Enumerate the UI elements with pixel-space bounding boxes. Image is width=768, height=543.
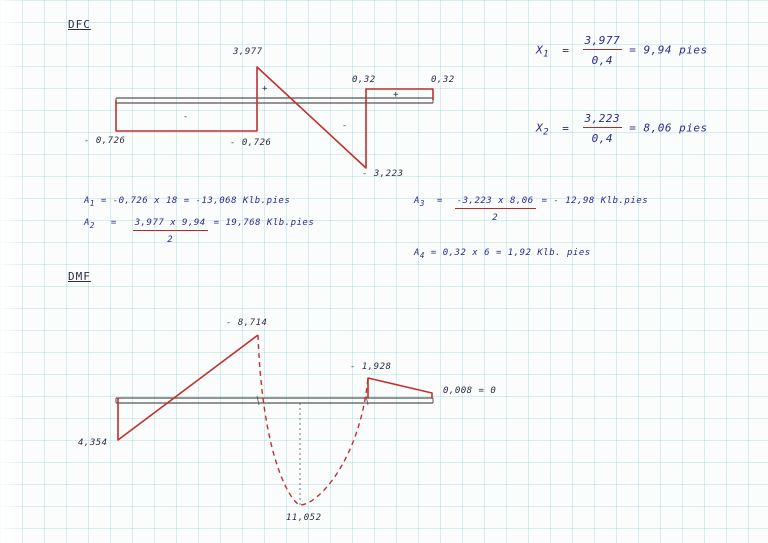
- dfc-title: DFC: [68, 18, 91, 31]
- x1-subscript: 1: [543, 48, 550, 60]
- a3-denominator: 2: [492, 213, 499, 223]
- dmf-value-left-start: 4,354: [78, 438, 108, 448]
- dmf-value-end: 0,008 = 0: [443, 386, 497, 396]
- dfc-value-bottom-drop: - 3,223: [362, 169, 404, 179]
- a1-label: A: [84, 196, 90, 206]
- x2-label: X: [536, 121, 544, 135]
- dmf-moment-curve: [257, 334, 369, 506]
- a4-subscript: 4: [419, 250, 425, 260]
- x1-fraction: 3,977 0,4: [582, 34, 623, 67]
- x2-denominator: 0,4: [591, 132, 614, 145]
- x1-eq: =: [562, 43, 570, 57]
- a3-numerator: -3,223 x 8,06: [454, 196, 536, 209]
- x1-denominator: 0,4: [591, 54, 614, 67]
- dfc-value-peak: 3,977: [233, 47, 263, 57]
- dmf-title: DMF: [68, 270, 91, 283]
- a2-denominator: 2: [167, 235, 174, 245]
- a3-subscript: 3: [419, 198, 425, 208]
- dfc-sign-plus-right: +: [393, 90, 399, 100]
- dfc-value-step-left: 0,32: [352, 75, 376, 85]
- dmf-value-peak-left: - 8,714: [226, 318, 268, 328]
- x1-label: X: [536, 43, 544, 57]
- dfc-value-left-bottom: - 0,726: [84, 136, 126, 146]
- a1-subscript: 1: [89, 198, 95, 208]
- x1-numerator: 3,977: [582, 34, 623, 50]
- a2-eq: =: [110, 218, 117, 228]
- x2-numerator: 3,223: [582, 112, 623, 128]
- a3-label: A: [414, 196, 420, 206]
- dfc-value-mid-bottom: - 0,726: [230, 138, 272, 148]
- x1-unit: pies: [679, 43, 708, 57]
- dfc-shear-line: [115, 66, 434, 169]
- x2-result: = 8,06: [629, 121, 673, 135]
- dfc-beam: [115, 97, 434, 104]
- a3-eq: =: [436, 196, 443, 206]
- x1-result: = 9,94: [629, 43, 673, 57]
- a2-numerator: 3,977 x 9,94: [132, 218, 208, 231]
- a1-expression: = -0,726 x 18 = -13,068 Klb.pies: [100, 196, 291, 206]
- a2-label: A: [84, 218, 90, 228]
- dmf-value-bottom: 11,052: [286, 513, 322, 523]
- dmf-beam: [115, 395, 434, 406]
- a3-result: = - 12,98 Klb.pies: [541, 196, 649, 206]
- a2-fraction: 3,977 x 9,94 2: [132, 218, 208, 245]
- x2-fraction: 3,223 0,4: [582, 112, 623, 145]
- x2-subscript: 2: [543, 126, 550, 138]
- dmf-moment-line-right: [367, 377, 433, 398]
- a2-result: = 19,768 Klb.pies: [213, 218, 315, 228]
- x2-equation: X2 = 3,223 0,4 = 8,06 pies: [536, 112, 708, 145]
- dfc-sign-plus-left: +: [262, 84, 268, 94]
- dmf-moment-line-left: [117, 334, 259, 441]
- dfc-sign-minus-right: -: [342, 121, 348, 131]
- x2-unit: pies: [679, 121, 708, 135]
- a2-subscript: 2: [89, 220, 95, 230]
- area-a1: A1 = -0,726 x 18 = -13,068 Klb.pies: [84, 196, 290, 208]
- area-a3: A3 = -3,223 x 8,06 2 = - 12,98 Klb.pies: [414, 196, 648, 223]
- a3-fraction: -3,223 x 8,06 2: [454, 196, 536, 223]
- x1-equation: X1 = 3,977 0,4 = 9,94 pies: [536, 34, 708, 67]
- x2-eq: =: [562, 121, 570, 135]
- area-a4: A4 = 0,32 x 6 = 1,92 Klb. pies: [414, 248, 591, 260]
- a4-expression: = 0,32 x 6 = 1,92 Klb. pies: [430, 248, 591, 258]
- dfc-value-step-right: 0,32: [431, 75, 455, 85]
- dfc-sign-minus-left: -: [183, 112, 189, 122]
- a4-label: A: [414, 248, 420, 258]
- dmf-value-peak-right: - 1,928: [350, 362, 392, 372]
